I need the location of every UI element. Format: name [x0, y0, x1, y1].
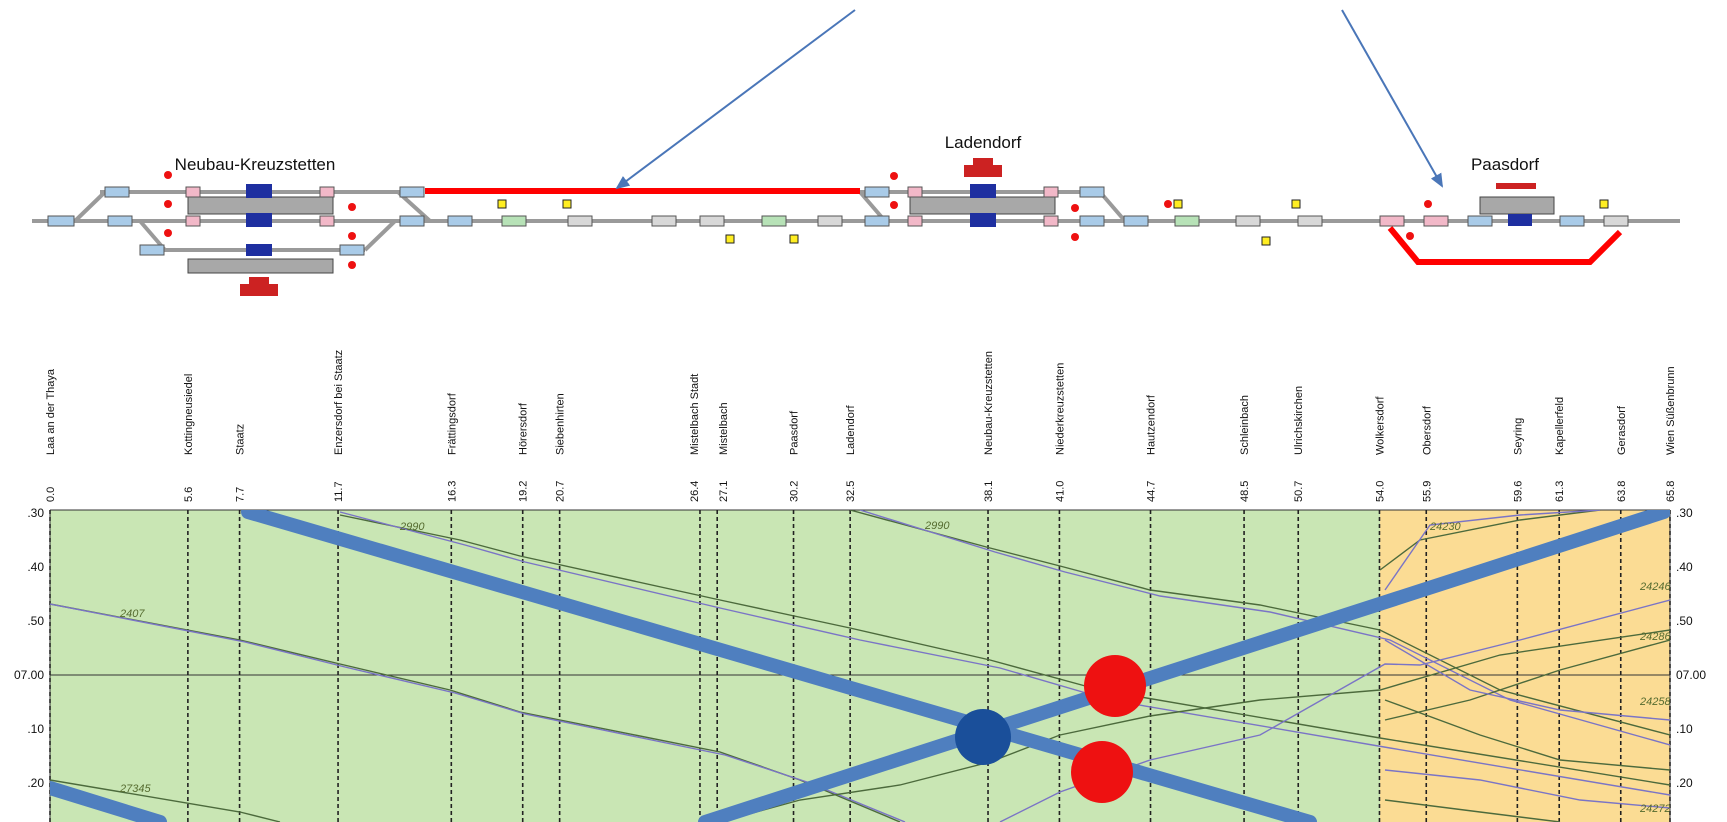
station-label-paasdorf: Paasdorf — [1471, 155, 1539, 174]
annotation-arrow-left — [615, 9, 856, 190]
stop-name: Niederkreuzstetten — [1054, 363, 1066, 455]
station-label-ladendorf: Ladendorf — [945, 133, 1022, 152]
timetable-graph: 2407 27345 2990 2990 24230 24246 24286 2… — [14, 506, 1706, 822]
stop-km: 41.0 — [1054, 481, 1066, 502]
stop-name: Kottingneusiedel — [183, 374, 195, 455]
crossing-marker-blue — [955, 709, 1011, 765]
time-label: .20 — [1676, 776, 1693, 790]
svg-text:24230: 24230 — [1429, 521, 1461, 533]
crossing-marker-red-lower — [1071, 741, 1133, 803]
stop-km: 44.7 — [1146, 481, 1158, 502]
time-label: .10 — [1676, 722, 1693, 736]
annotation-arrow-right — [1341, 9, 1443, 188]
svg-text:24272: 24272 — [1639, 803, 1671, 815]
stop-km: 30.2 — [789, 481, 801, 502]
stop-km: 7.7 — [235, 487, 247, 502]
time-label: .30 — [1676, 506, 1693, 520]
stop-name: Enzersdorf bei Staatz — [333, 350, 345, 455]
stop-name: Ulrichskirchen — [1293, 386, 1305, 455]
stop-name: Seyring — [1512, 418, 1524, 455]
stop-km: 11.7 — [333, 481, 345, 502]
stop-name: Staatz — [235, 424, 247, 455]
time-label: .40 — [27, 560, 44, 574]
station-label-neubau: Neubau-Kreuzstetten — [175, 155, 336, 174]
time-label: .30 — [27, 506, 44, 520]
stop-name: Mistelbach — [718, 402, 730, 455]
stop-km: 63.8 — [1616, 481, 1628, 502]
stop-name: Kapellerfeld — [1554, 397, 1566, 455]
train-number-labels: 2407 27345 2990 2990 24230 24246 24286 2… — [119, 520, 1671, 815]
time-label: .20 — [27, 776, 44, 790]
stop-name: Obersdorf — [1421, 405, 1433, 455]
stop-name: Hörersdorf — [518, 402, 530, 455]
svg-text:2990: 2990 — [399, 521, 425, 533]
stop-km: 55.9 — [1421, 481, 1433, 502]
stop-name: Paasdorf — [789, 410, 801, 455]
stop-km: 54.0 — [1374, 481, 1386, 502]
stop-name: Gerasdorf — [1616, 405, 1628, 455]
stop-km: 26.4 — [689, 481, 701, 502]
time-label: .40 — [1676, 560, 1693, 574]
stop-headers: Laa an der Thaya 0.0 Kottingneusiedel 5.6 St… — [45, 350, 1677, 502]
time-label: 07.00 — [1676, 668, 1706, 682]
stop-name: Schleinbach — [1239, 395, 1251, 455]
time-label: 07.00 — [14, 668, 44, 682]
stop-km: 48.5 — [1239, 481, 1251, 502]
stop-km: 59.6 — [1512, 481, 1524, 502]
crossing-marker-red-upper — [1084, 655, 1146, 717]
train-paths — [50, 510, 1670, 822]
svg-text:27345: 27345 — [119, 783, 151, 795]
stop-name: Hautzendorf — [1146, 394, 1158, 455]
stop-name: Frättingsdorf — [446, 392, 458, 455]
zone-green — [50, 510, 1380, 822]
svg-text:2990: 2990 — [924, 520, 950, 532]
track-plan: Neubau-Kreuzstetten Ladendorf Paasdorf — [32, 133, 1680, 296]
stop-km: 19.2 — [518, 481, 530, 502]
overlay-lines — [50, 510, 1670, 822]
svg-text:24286: 24286 — [1639, 631, 1671, 643]
stop-km: 5.6 — [183, 487, 195, 502]
stop-name: Wolkersdorf — [1374, 396, 1386, 455]
svg-text:2407: 2407 — [119, 608, 145, 620]
stop-km: 16.3 — [446, 481, 458, 502]
time-label: .10 — [27, 722, 44, 736]
svg-text:24246: 24246 — [1639, 581, 1671, 593]
stop-name: Wien Süßenbrunn — [1665, 366, 1677, 455]
stop-km: 38.1 — [983, 481, 995, 502]
svg-text:24258: 24258 — [1639, 696, 1671, 708]
stop-name: Neubau-Kreuzstetten — [983, 351, 995, 455]
time-label: .50 — [27, 614, 44, 628]
stop-km: 50.7 — [1293, 481, 1305, 502]
stop-km: 20.7 — [555, 481, 567, 502]
stop-name: Mistelbach Stadt — [689, 374, 701, 455]
stop-name: Siebenhirten — [555, 393, 567, 455]
stop-km: 27.1 — [718, 481, 730, 502]
stop-km: 32.5 — [845, 481, 857, 502]
stop-name: Laa an der Thaya — [45, 368, 57, 455]
time-label: .50 — [1676, 614, 1693, 628]
stop-km: 61.3 — [1554, 481, 1566, 502]
time-axis-labels: .30 .30 .40 .40 .50 .50 07.00 07.00 .10 .10 .20 .20 — [14, 506, 1706, 790]
stop-km: 65.8 — [1665, 481, 1677, 502]
stop-name: Ladendorf — [845, 405, 857, 455]
stop-km: 0.0 — [45, 487, 57, 502]
